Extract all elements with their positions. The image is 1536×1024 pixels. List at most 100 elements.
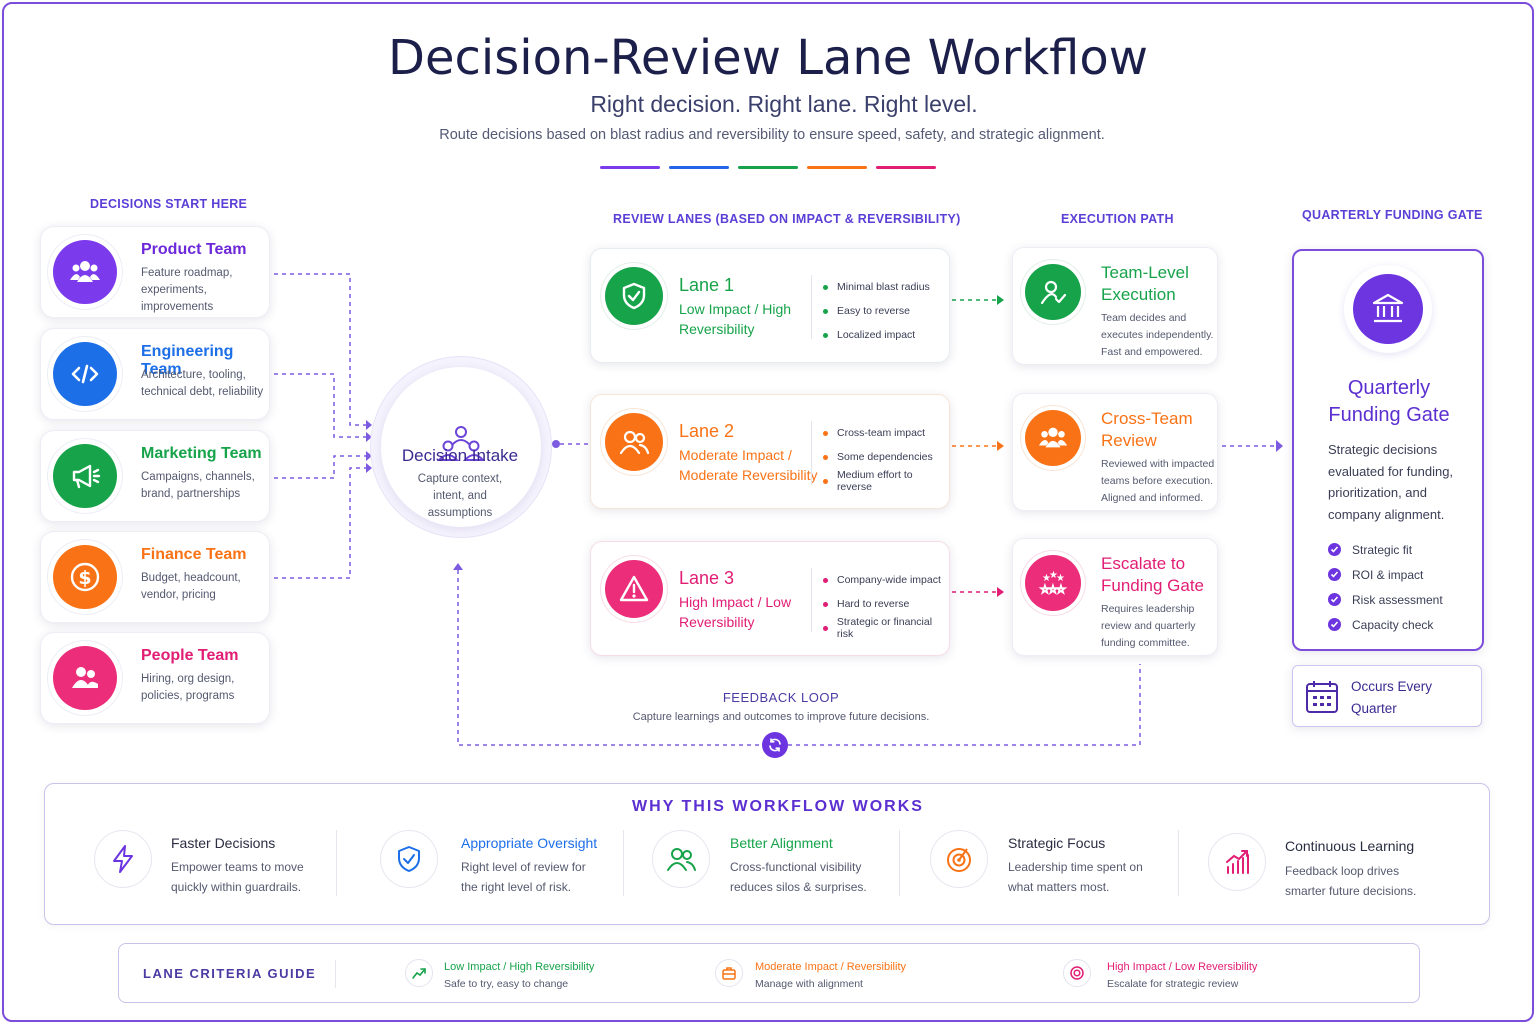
team-card-product[interactable]: Product Team Feature roadmap, experiment… xyxy=(40,226,270,318)
section-label-lanes: REVIEW LANES (BASED ON IMPACT & REVERSIB… xyxy=(613,212,961,226)
lane-title: Lane 3 xyxy=(679,568,735,588)
megaphone-icon xyxy=(53,444,117,508)
funding-desc: Strategic decisions evaluated for fundin… xyxy=(1328,442,1454,522)
accent-bar-green xyxy=(738,166,798,169)
exec-card-cross-team[interactable]: Cross-Team Review Reviewed with impacted… xyxy=(1012,393,1218,511)
check-item: Capacity check xyxy=(1328,612,1443,637)
bank-icon xyxy=(1353,274,1423,344)
why-item-title: Better Alignment xyxy=(730,835,833,851)
lane-bullet: Strategic or financial risk xyxy=(823,616,949,640)
lane-subtitle: Moderate Impact / Moderate Reversibility xyxy=(679,447,818,483)
guide-item-desc: Escalate for strategic review xyxy=(1107,978,1239,990)
team-card-engineering[interactable]: Engineering Team Architecture, tooling, … xyxy=(40,328,270,420)
divider xyxy=(1178,830,1179,896)
calendar-icon xyxy=(1305,679,1339,715)
lane-bullet: Hard to reverse xyxy=(823,592,949,616)
lane-card-1[interactable]: Lane 1 Low Impact / High Reversibility M… xyxy=(590,248,950,363)
svg-text:☆: ☆ xyxy=(1048,583,1058,596)
divider xyxy=(899,830,900,896)
code-icon xyxy=(53,342,117,406)
user-check-icon xyxy=(1025,264,1081,320)
why-item-desc: Feedback loop drives smarter future deci… xyxy=(1285,864,1417,898)
trend-up-icon xyxy=(405,959,433,987)
lane-title: Lane 2 xyxy=(679,421,735,441)
lane-subtitle: Low Impact / High Reversibility xyxy=(679,301,792,337)
lane-bullets: Cross-team impact Some dependencies Medi… xyxy=(823,421,949,493)
users-icon xyxy=(53,240,117,304)
why-item-title: Continuous Learning xyxy=(1285,838,1415,854)
team-name: Marketing Team xyxy=(141,445,262,462)
accent-bar-orange xyxy=(807,166,867,169)
lane-card-2[interactable]: Lane 2 Moderate Impact / Moderate Revers… xyxy=(590,394,950,509)
team-card-people[interactable]: People Team Hiring, org design, policies… xyxy=(40,632,270,724)
team-card-marketing[interactable]: Marketing Team Campaigns, channels, bran… xyxy=(40,430,270,522)
exec-desc: Team decides and executes independently.… xyxy=(1101,312,1214,358)
svg-text:★: ★ xyxy=(1042,573,1051,584)
feedback-title: FEEDBACK LOOP xyxy=(722,690,840,705)
occurs-text: Occurs Every Quarter xyxy=(1351,679,1433,716)
team-name: Engineering Team xyxy=(141,343,234,378)
target-icon xyxy=(1063,959,1091,987)
exec-title: Escalate to Funding Gate xyxy=(1101,554,1205,595)
check-icon xyxy=(1328,593,1341,606)
team-desc: Budget, headcount, vendor, pricing xyxy=(141,572,241,601)
divider xyxy=(623,830,624,896)
why-item-title: Appropriate Oversight xyxy=(461,835,598,851)
lane-criteria-guide: LANE CRITERIA GUIDE Low Impact / High Re… xyxy=(118,943,1420,1003)
team-desc: Feature roadmap, experiments, improvemen… xyxy=(141,267,233,313)
accent-bar-pink xyxy=(876,166,936,169)
decision-intake-halo xyxy=(370,356,552,538)
shield-check-icon xyxy=(380,830,438,888)
occurs-card: Occurs Every Quarter xyxy=(1292,665,1482,727)
feedback-desc: Capture learnings and outcomes to improv… xyxy=(632,711,930,723)
people-icon xyxy=(53,646,117,710)
users-icon xyxy=(1025,410,1081,466)
warning-icon xyxy=(605,560,663,618)
lane-bullet: Minimal blast radius xyxy=(823,275,930,299)
shield-check-icon xyxy=(605,267,663,325)
people-icon xyxy=(605,413,663,471)
lane-card-3[interactable]: Lane 3 High Impact / Low Reversibility C… xyxy=(590,541,950,656)
exec-desc: Requires leadership review and quarterly… xyxy=(1101,603,1196,649)
svg-text:★: ★ xyxy=(1056,573,1065,584)
page-title: Decision-Review Lane Workflow xyxy=(388,30,1148,86)
team-network-icon xyxy=(436,424,486,464)
check-icon xyxy=(1328,568,1341,581)
team-card-finance[interactable]: $ Finance Team Budget, headcount, vendor… xyxy=(40,531,270,623)
svg-text:☆: ☆ xyxy=(1056,583,1066,596)
lane-bullet: Cross-team impact xyxy=(823,421,949,445)
people-icon xyxy=(652,830,710,888)
lane-divider xyxy=(811,421,812,485)
funding-checklist: Strategic fit ROI & impact Risk assessme… xyxy=(1328,537,1443,637)
check-item: Risk assessment xyxy=(1328,587,1443,612)
check-icon xyxy=(1328,618,1341,631)
lane-bullet: Easy to reverse xyxy=(823,299,930,323)
section-label-execution: EXECUTION PATH xyxy=(1061,212,1174,226)
refresh-icon xyxy=(762,732,788,758)
guide-item-title: Low Impact / High Reversibility xyxy=(444,961,595,973)
chart-up-icon xyxy=(1208,833,1266,891)
decision-intake-title: Decision Intake xyxy=(401,446,519,465)
lane-divider xyxy=(811,275,812,339)
exec-card-escalate[interactable]: ★★★☆☆☆ Escalate to Funding Gate Requires… xyxy=(1012,538,1218,656)
team-name: Product Team xyxy=(141,241,247,258)
exec-desc: Reviewed with impacted teams before exec… xyxy=(1101,458,1215,504)
decision-intake[interactable] xyxy=(381,367,541,527)
team-name: Finance Team xyxy=(141,546,247,563)
exec-card-team-level[interactable]: Team-Level Execution Team decides and ex… xyxy=(1012,247,1218,365)
target-icon xyxy=(930,830,988,888)
funding-icon-ring xyxy=(1344,265,1432,353)
guide-item-desc: Safe to try, easy to change xyxy=(444,978,569,990)
divider xyxy=(336,830,337,896)
briefcase-icon xyxy=(715,959,743,987)
funding-gate-card[interactable]: Quarterly Funding Gate Strategic decisio… xyxy=(1292,249,1484,651)
lane-bullet: Medium effort to reverse xyxy=(823,469,949,493)
lane-bullet: Company-wide impact xyxy=(823,568,949,592)
lightning-icon xyxy=(94,830,152,888)
check-item: Strategic fit xyxy=(1328,537,1443,562)
funding-title: Quarterly Funding Gate xyxy=(1328,377,1450,426)
lane-divider xyxy=(811,568,812,632)
why-item-desc: Leadership time spent on what matters mo… xyxy=(1008,860,1143,894)
check-item: ROI & impact xyxy=(1328,562,1443,587)
